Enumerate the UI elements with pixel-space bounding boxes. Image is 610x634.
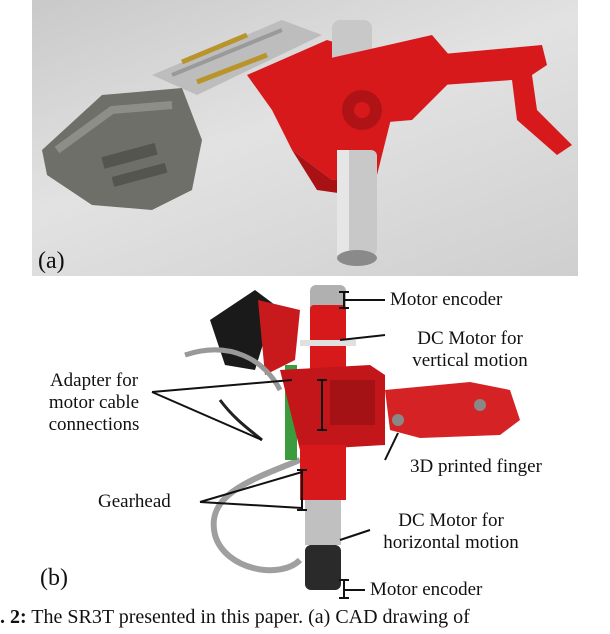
figure-caption: . 2: The SR3T presented in this paper. (… [0,606,610,634]
cad-rendering-panel [32,0,578,276]
label-dc-motor-horizontal-line1: DC Motor for [398,510,504,531]
label-3d-printed-finger: 3D printed finger [410,456,542,477]
horizontal-dc-motor [305,500,341,545]
3d-printed-finger [385,382,520,438]
label-adapter-line2: motor cable [48,392,140,413]
label-motor-encoder-top: Motor encoder [390,289,503,310]
label-adapter-line3: connections [48,414,140,435]
red-handle [432,45,572,155]
label-motor-encoder-bottom: Motor encoder [370,579,483,600]
label-dc-motor-vertical-line2: vertical motion [412,350,528,371]
label-gearhead: Gearhead [98,491,171,512]
label-dc-motor-vertical: DC Motor for vertical motion [380,328,560,372]
device-photo-illustration [151,285,520,599]
horizontal-dc-motor-housing [300,445,346,500]
label-dc-motor-horizontal: DC Motor for horizontal motion [362,510,540,554]
ribbon-cable-top [184,347,283,392]
photo-panel: Motor encoder DC Motor for vertical moti… [0,280,610,610]
caption-text: The SR3T presented in this paper. (a) CA… [26,606,470,628]
spring-bottom [196,52,268,85]
gray-finger-cap [42,88,202,210]
metal-rail [152,20,322,95]
cad-rendering-illustration [42,20,572,266]
ribbon-cable-bottom [210,457,303,574]
bottom-motor-encoder-body [305,545,341,590]
panel-b-letter: (b) [40,565,68,591]
label-dc-motor-vertical-line1: DC Motor for [417,328,523,349]
label-adapter: Adapter for motor cable connections [20,370,168,436]
spring-top [181,32,248,65]
label-adapter-line1: Adapter for [49,370,139,391]
caption-prefix: . 2: [0,606,27,628]
label-dc-motor-horizontal-line2: horizontal motion [383,532,519,553]
panel-a-letter: (a) [38,248,65,274]
annotation-lines [151,291,399,599]
